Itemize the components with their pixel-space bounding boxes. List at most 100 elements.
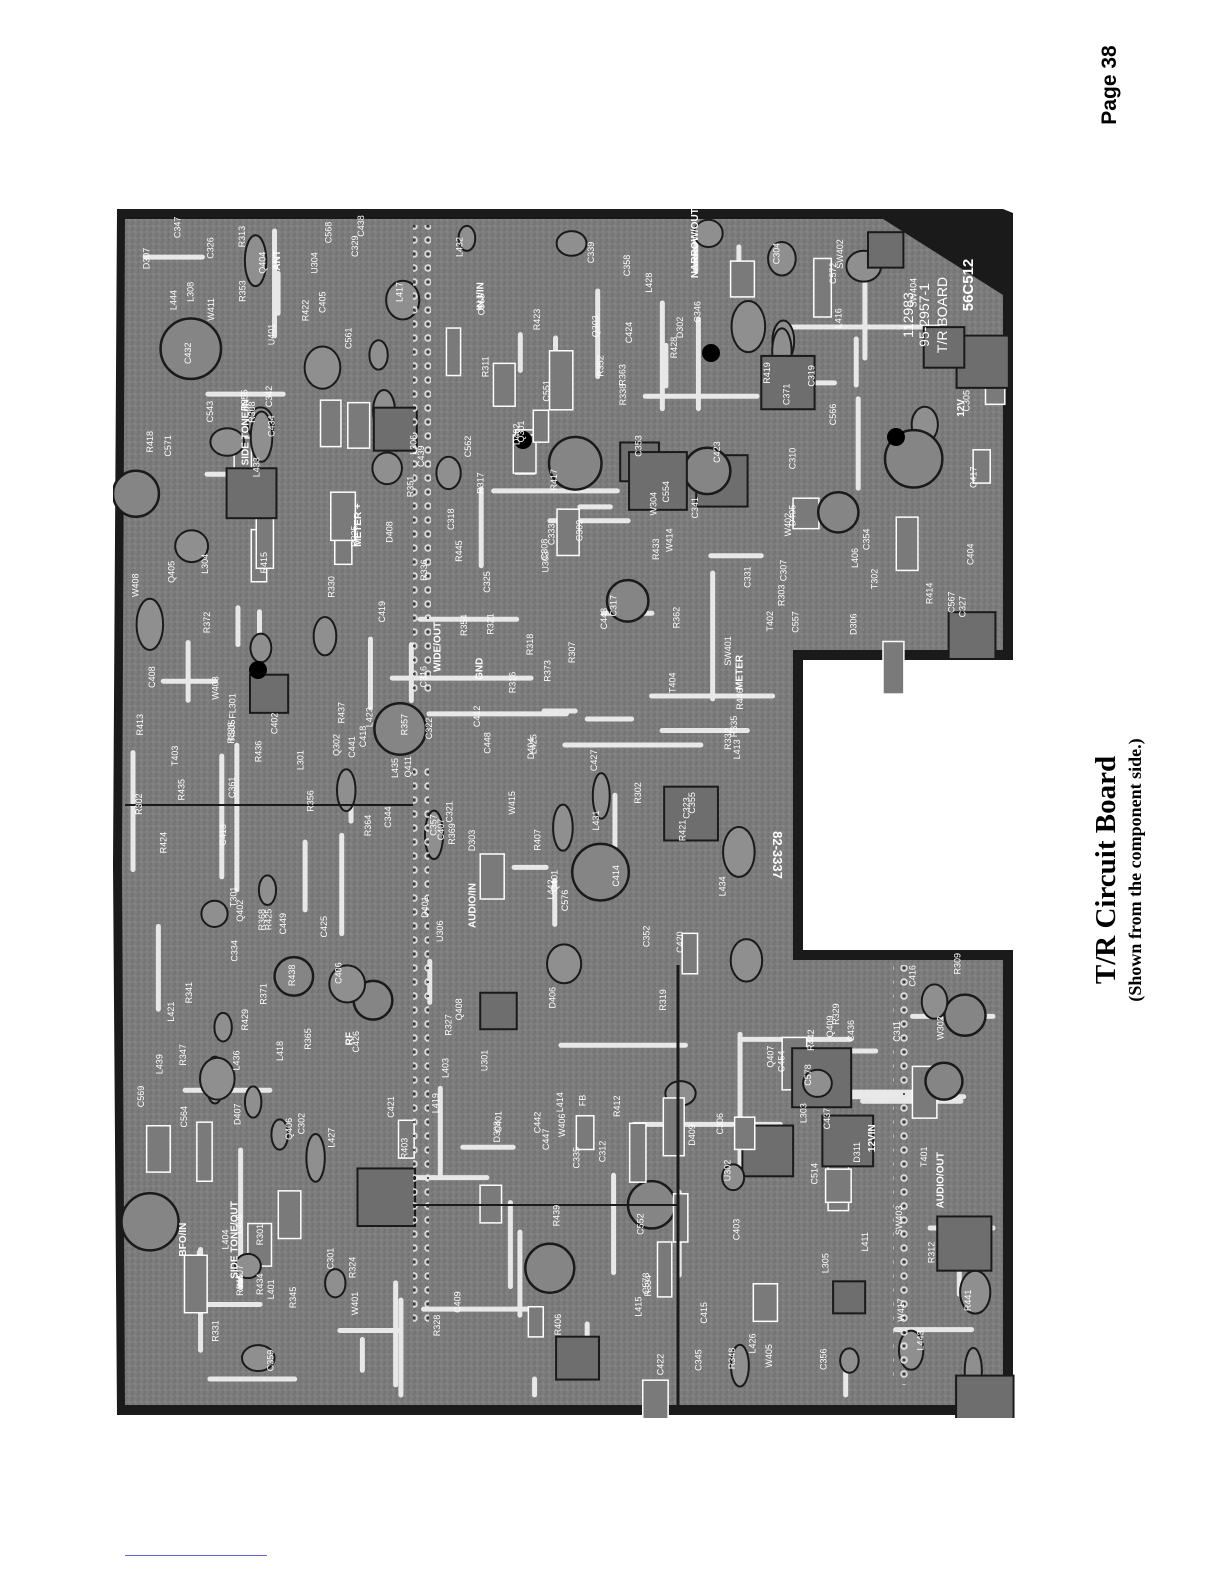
component-label: C408 (147, 666, 157, 688)
component-label: L305 (821, 1253, 831, 1273)
component-label: L435 (390, 758, 400, 778)
connector-label: AUDIO/IN (467, 883, 478, 928)
component-label: C426 (351, 1031, 361, 1053)
component-label: T404 (668, 672, 678, 693)
test-point (702, 344, 720, 362)
capacitor (693, 218, 724, 249)
resistor (656, 1241, 673, 1298)
component-label: R353 (238, 280, 248, 302)
component-label: R346 (235, 1274, 245, 1296)
component-label: R371 (259, 983, 269, 1005)
figure-caption: T/R Circuit Board (Shown from the compon… (1058, 720, 1178, 1020)
component-label: C329 (350, 235, 360, 257)
component-label: T302 (869, 569, 879, 590)
component-label: L403 (440, 1058, 450, 1078)
resistor (641, 1379, 669, 1418)
component-label: R334 (643, 1275, 653, 1297)
transistor (924, 1061, 964, 1101)
component-label: L431 (591, 810, 601, 830)
component-label: C514 (809, 1163, 819, 1185)
component-label: C413 (218, 824, 228, 846)
component-label: D408 (384, 521, 394, 543)
transistor (113, 469, 161, 518)
component-label: R413 (135, 714, 145, 736)
component-label: C415 (699, 1302, 709, 1324)
component-label: Q404 (257, 252, 267, 274)
connector-label: BFO/IN (178, 1223, 189, 1257)
component-label: C359 (265, 1350, 275, 1372)
component-label: C423 (712, 441, 722, 463)
component-label: C554 (661, 481, 671, 503)
component-label: R418 (145, 431, 155, 453)
component-label: FB (578, 1095, 588, 1107)
component-label: C424 (624, 322, 634, 344)
capacitor (243, 234, 268, 288)
component-label: C331 (743, 566, 753, 588)
capacitor (249, 410, 274, 463)
capacitor (135, 597, 165, 651)
connector-label: RF (344, 1032, 355, 1045)
component-label: T401 (919, 1146, 929, 1167)
component-label: W401 (350, 1292, 360, 1316)
component-label: D401 (420, 896, 430, 918)
connector-label: SIDE TONE/OUT (230, 1201, 241, 1279)
component-label: D307 (142, 248, 152, 270)
component-label: R369 (447, 823, 457, 845)
capacitor (335, 768, 357, 813)
component-label: R428 (669, 337, 679, 359)
component-label: R446 (735, 688, 745, 710)
component-label: W406 (557, 1113, 567, 1137)
inductor (479, 991, 518, 1031)
component-label: C441 (347, 736, 357, 758)
capacitor (209, 427, 246, 457)
component-label: C317 (608, 595, 618, 617)
resistor (752, 1283, 779, 1323)
component-label: C562 (463, 436, 473, 458)
component-label: L423 (364, 707, 374, 727)
capacitor (371, 451, 403, 486)
component-label: C417 (969, 466, 979, 488)
component-label: R329 (831, 1003, 841, 1025)
connector-label: 12V (956, 399, 967, 417)
component-label: T402 (765, 611, 775, 632)
component-label: R351 (406, 476, 416, 498)
component-label: R319 (658, 989, 668, 1011)
capacitor (729, 938, 764, 983)
component-label: R363 (617, 364, 627, 386)
component-label: Q411 (403, 756, 413, 777)
component-label: C342 (264, 386, 274, 408)
component-label: D406 (548, 987, 558, 1009)
component-label: R338 (618, 384, 628, 406)
inductor (866, 231, 905, 269)
capacitor (546, 943, 583, 985)
component-label: L428 (644, 273, 654, 293)
connector-label: 12VIN (867, 1124, 878, 1152)
component-label: R419 (762, 362, 772, 384)
component-label: Q401 (549, 870, 559, 892)
inductor (555, 1335, 600, 1381)
component-label: C564 (179, 1106, 189, 1128)
component-label: SW404 (909, 278, 919, 308)
component-label: L301 (295, 750, 305, 770)
component-label: R424 (159, 832, 169, 854)
component-label: R357 (400, 714, 410, 736)
component-label: Q406 (284, 1118, 294, 1140)
capacitor (839, 1347, 860, 1374)
component-label: R362 (672, 607, 682, 629)
component-label: W304 (649, 492, 659, 516)
component-label: R302 (134, 793, 144, 815)
capacitor (312, 616, 338, 657)
component-label: C447 (541, 1129, 551, 1151)
component-label: R437 (337, 702, 347, 724)
component-label: R347 (178, 1044, 188, 1066)
component-label: C301 (326, 1248, 336, 1270)
capacitor (213, 1011, 233, 1043)
component-label: R311 (481, 356, 491, 377)
component-label: Q407 (766, 1046, 776, 1068)
resistor (145, 1124, 171, 1173)
component-label: R332 (723, 728, 733, 750)
capacitor (457, 224, 477, 252)
capacitor (802, 1068, 833, 1098)
component-label: C371 (782, 384, 792, 406)
